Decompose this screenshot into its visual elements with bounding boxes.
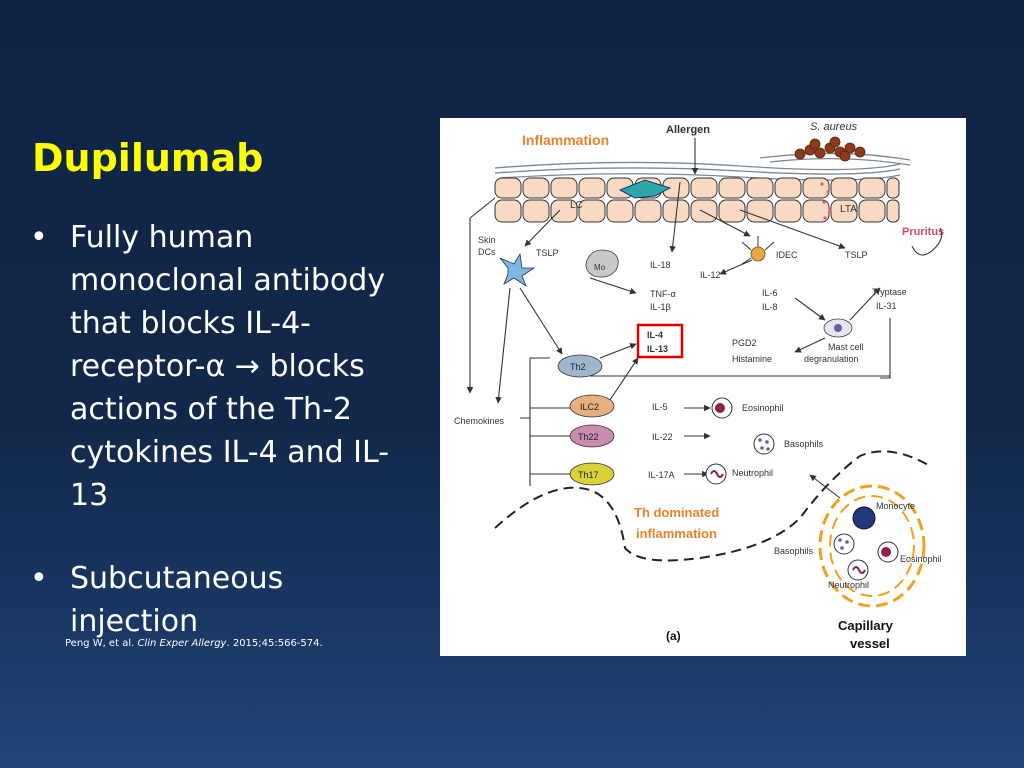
bullet-text: Fully human monoclonal antibody that blo… (70, 220, 390, 513)
label-il22: IL-22 (652, 432, 673, 442)
il4-il13-highlight-box (636, 323, 684, 359)
idec-icon (741, 236, 775, 265)
th17-cell-icon (569, 462, 615, 486)
label-eosinophil-vessel: Eosinophil (900, 554, 942, 564)
label-capillary-2: vessel (850, 636, 890, 651)
label-il5: IL-5 (652, 402, 668, 412)
dendritic-cell-icon (499, 252, 536, 288)
capillary-vessel (818, 484, 926, 608)
label-tnfa: TNF-α (650, 289, 676, 299)
th22-cell-icon (569, 424, 615, 448)
label-il13: IL-13 (647, 344, 668, 354)
label-skin: Skin (478, 235, 496, 245)
label-th22: Th22 (578, 432, 599, 442)
stratum-corneum (494, 152, 911, 181)
th2-cell-icon (557, 354, 603, 378)
label-mo: Mo (594, 263, 606, 272)
eosinophil-icon (711, 397, 733, 419)
vessel-arrow (809, 474, 841, 499)
label-mast-cell: Mast cell (828, 342, 864, 352)
label-il1b: IL-1β (650, 302, 671, 312)
bullet-text: Subcutaneous injection (70, 561, 284, 639)
citation: Peng W, et al. Clin Exper Allergy. 2015;… (65, 638, 323, 649)
label-lc: LC (570, 200, 583, 211)
tcell-bracket (520, 358, 531, 486)
bullet-icon: • (30, 561, 48, 596)
neutrophil-icon (705, 463, 727, 485)
citation-details: . 2015;45:566-574. (226, 638, 323, 649)
citation-journal: Clin Exper Allergy (137, 638, 227, 649)
label-inflammation: Inflammation (522, 132, 609, 148)
bullet-icon: • (30, 220, 48, 255)
citation-authors: Peng W, et al. (65, 638, 138, 649)
macrophage-icon (585, 249, 619, 278)
label-tslp-left: TSLP (536, 248, 559, 258)
slide-title: Dupilumab (32, 136, 264, 180)
langerhans-cell-icon (619, 179, 672, 199)
label-il4: IL-4 (647, 330, 663, 340)
label-degranulation: degranulation (804, 354, 859, 364)
label-lta: LTA (840, 204, 857, 215)
ilc2-cell-icon (569, 394, 615, 418)
mast-cell-icon (823, 318, 853, 338)
label-pgd2: PGD2 (732, 338, 757, 348)
label-il31: IL-31 (876, 301, 897, 311)
monocyte-icon (852, 506, 876, 530)
label-ilc2: ILC2 (580, 402, 599, 412)
bullet-item: • Fully human monoclonal antibody that bl… (30, 216, 410, 517)
allergen-arrows (466, 138, 846, 394)
label-neutrophil-vessel: Neutrophil (828, 580, 869, 590)
label-il8: IL-8 (762, 302, 778, 312)
vessel-eosinophil-icon (877, 541, 899, 563)
keratinocyte-layer (494, 177, 900, 223)
label-chemokines: Chemokines (454, 416, 505, 426)
label-panel: (a) (666, 629, 681, 643)
label-pruritus: Pruritus (902, 226, 944, 238)
lta-dots (820, 182, 832, 220)
label-basophils: Basophils (784, 439, 824, 449)
dc-to-th2-arrows (495, 287, 711, 478)
label-il17a: IL-17A (648, 470, 675, 480)
pathway-figure: Inflammation Allergen S. aureus LC LTA P… (440, 118, 966, 656)
label-tryptase: Tryptase (872, 287, 907, 297)
label-th2: Th2 (570, 362, 586, 372)
label-idec: IDEC (776, 250, 798, 260)
label-allergen: Allergen (666, 124, 710, 136)
label-s-aureus: S. aureus (810, 121, 858, 133)
vessel-neutrophil-icon (847, 559, 869, 581)
tissue-boundary (494, 450, 931, 562)
label-capillary-1: Capillary (838, 618, 894, 633)
label-basophils-vessel: Basophils (774, 546, 814, 556)
bacteria-cluster (794, 136, 866, 162)
basophil-icon (753, 433, 775, 455)
bullet-item: • Subcutaneous injection (30, 557, 410, 643)
label-th17: Th17 (578, 470, 599, 480)
label-histamine: Histamine (732, 354, 772, 364)
label-eosinophil: Eosinophil (742, 403, 784, 413)
label-il6: IL-6 (762, 288, 778, 298)
pathway-diagram: Inflammation Allergen S. aureus LC LTA P… (454, 121, 944, 651)
label-neutrophil: Neutrophil (732, 468, 773, 478)
label-tslp-right: TSLP (845, 250, 868, 260)
mediator-arrows (589, 227, 943, 379)
label-il12: IL-12 (700, 270, 721, 280)
label-th-dominated-1: Th dominated (634, 505, 719, 520)
bullet-list: • Fully human monoclonal antibody that bl… (30, 216, 410, 643)
label-monocyte: Monocyte (876, 501, 915, 511)
label-dcs: DCs (478, 247, 496, 257)
label-th-dominated-2: inflammation (636, 526, 717, 541)
vessel-basophil-icon (833, 533, 855, 555)
label-il18: IL-18 (650, 260, 671, 270)
